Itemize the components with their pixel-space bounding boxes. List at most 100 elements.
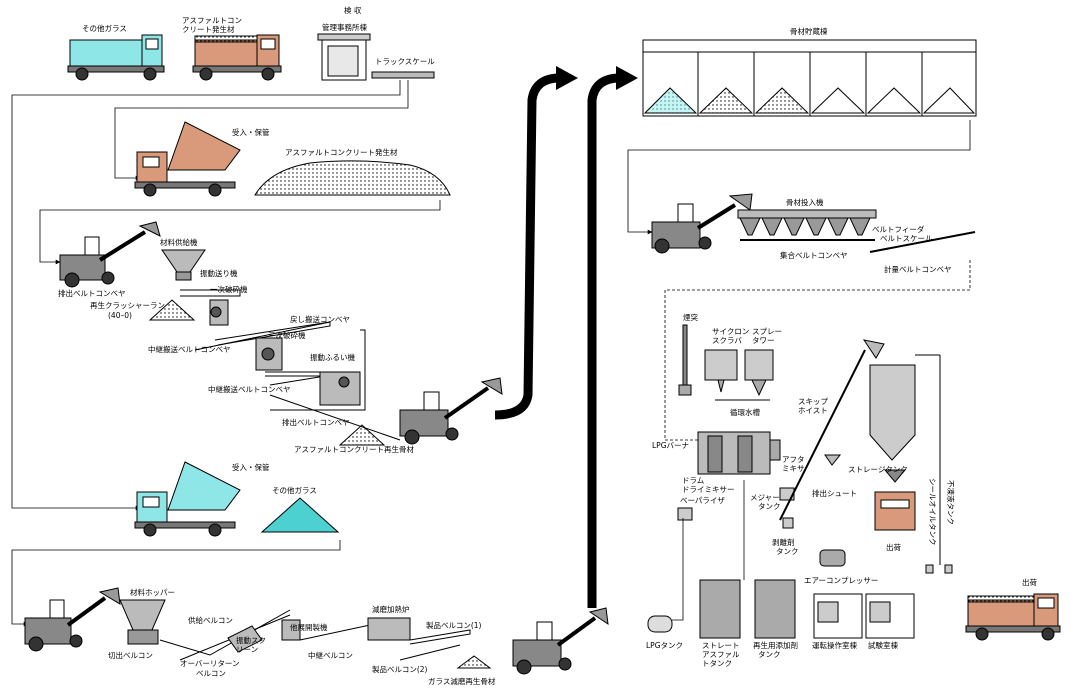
label-drum-1: ドラム <box>682 476 704 485</box>
label-shipping-2: 出荷 <box>1022 577 1038 587</box>
label-supply-conv: 供給ベルコン <box>188 615 233 625</box>
aggregate-storage-building <box>642 39 977 117</box>
aggregate-pile-1 <box>338 424 386 446</box>
label-collect-conv: 集合ベルトコンベヤ <box>780 250 848 260</box>
label-mid-conv-1: 中継搬送ベルトコンベヤ <box>148 344 231 354</box>
crusher-run-pile <box>148 299 196 321</box>
label-skip-1: スキップ <box>798 397 828 406</box>
label-asphalt-pile: アスファルトコンクリート発生材 <box>285 147 398 157</box>
feeder-hopper <box>161 249 206 281</box>
label-recycled-crusher-2: (40–0) <box>108 311 132 320</box>
label-receive-store-2: 受入・保管 <box>232 462 270 472</box>
bin-feeders <box>737 209 976 253</box>
loader-1 <box>59 221 161 288</box>
label-primary-crusher: 一次破砕機 <box>210 284 248 294</box>
label-after-2: ミキサ <box>782 464 805 473</box>
crusher-conveyors <box>180 289 401 441</box>
label-vib-screen: 振動ふるい機 <box>310 352 355 362</box>
label-chimney: 煙突 <box>683 312 698 322</box>
label-cyclone-1: サイクロン <box>712 327 749 336</box>
label-cyclone-2: スクラバ <box>712 336 742 345</box>
label-asphalt-truck-1: アスファルトコン <box>182 16 242 25</box>
label-recycled-crusher-1: 再生クラッシャーラン <box>90 300 165 310</box>
flow-line-storage <box>627 120 971 235</box>
label-straight-3: トタンク <box>702 659 732 668</box>
label-receive-store-1: 受入・保管 <box>232 127 270 137</box>
loader-5 <box>651 193 753 254</box>
transfer-arrow-2 <box>587 66 638 608</box>
label-over-return-2: ベルコン <box>196 669 226 678</box>
lpg-line <box>672 518 684 621</box>
label-straight-1: ストレート <box>702 641 740 650</box>
label-storage-bins: 骨材貯蔵棟 <box>790 26 828 36</box>
label-inspection: 検 収 <box>344 5 362 15</box>
label-test-room: 試験室棟 <box>868 640 898 650</box>
label-lpg-tank: LPGタンク <box>646 641 683 650</box>
shipping-truck <box>965 593 1061 641</box>
label-asphalt-truck-2: クリート発生材 <box>182 24 235 34</box>
label-vib-feeder: 振動送り機 <box>200 268 238 278</box>
tank-farm <box>647 579 915 639</box>
drum-dryer-system <box>677 324 953 574</box>
label-tertiary-crusher: 三次破砕機 <box>268 330 306 340</box>
label-discharge-conv: 排出ベルトコンベヤ <box>58 288 126 298</box>
asphalt-truck-top <box>192 34 282 81</box>
truck-scale <box>371 71 435 79</box>
other-glass-truck-top <box>67 34 165 81</box>
label-hopper: 材料ホッパー <box>130 587 175 597</box>
label-discharge-conv2: 排出ベルトコンベヤ <box>282 417 350 427</box>
label-release-agent-2: タンク <box>776 547 799 556</box>
loader-3 <box>24 587 121 652</box>
label-vib-screen-1: 振動スク <box>236 635 266 645</box>
label-product-conv2: 製品ベルコン(2) <box>372 664 428 674</box>
label-bin-feeder: 骨材投入機 <box>786 197 824 207</box>
label-discharge-chute: 排出シュート <box>812 488 857 498</box>
asphalt-pile <box>254 160 451 196</box>
label-control-room: 運転操作室棟 <box>812 640 857 650</box>
transfer-arrow-1 <box>494 66 578 420</box>
flow-lines-left <box>11 80 441 627</box>
label-belt-feeder-1: ベルトフィーダ <box>872 224 925 234</box>
office-building <box>317 33 371 81</box>
label-spray-2: タワー <box>752 336 775 345</box>
label-over-return-1: オーバーリターン <box>180 659 240 668</box>
label-vib-screen-2: リーン <box>236 645 258 654</box>
dump-truck-asphalt <box>134 121 241 197</box>
glass-aggregate-pile <box>456 655 492 669</box>
label-truck-scale: トラックスケール <box>375 57 435 66</box>
label-belt-feeder-2: ベルトスケール <box>880 234 933 243</box>
label-shipping-1: 出荷 <box>886 542 901 552</box>
label-vaporizer: ベーパライザ <box>680 496 725 505</box>
label-product-conv1: 製品ベルコン(1) <box>426 620 482 630</box>
label-spray-1: スプレー <box>752 327 782 336</box>
label-crusher: 他展開製機 <box>290 622 328 632</box>
label-mid-conv-4: 中継ベルコン <box>308 650 353 660</box>
label-lpg-burner: LPGバーナ <box>652 441 689 450</box>
label-seal-oil: シールオイルタンク <box>928 478 937 546</box>
label-measure-2: タンク <box>758 502 781 511</box>
label-glass-aggregate: ガラス減磨再生骨材 <box>428 676 496 686</box>
label-skip-2: ホイスト <box>798 406 828 415</box>
label-drum-2: ドライミキサー <box>682 485 735 494</box>
label-asphalt-aggregate: アスファルトコンクリート再生骨材 <box>294 444 414 454</box>
dump-truck-glass <box>134 461 241 537</box>
label-measure-1: メジャー <box>750 493 780 502</box>
label-office: 管理事務所棟 <box>322 22 367 32</box>
glass-pile <box>260 497 340 533</box>
label-discharge-conv-4: 切出ベルコン <box>108 650 153 660</box>
label-mid-conv-2: 中継搬送ベルトコンベヤ <box>208 384 291 394</box>
label-meter-conv: 計量ベルトコンベヤ <box>884 264 952 274</box>
label-regen-1: 再生用添加剤 <box>753 640 798 650</box>
label-water-tank: 循環水槽 <box>730 407 760 417</box>
label-storage-tank: ストレージタンク <box>848 465 908 474</box>
glass-conveyors <box>119 599 471 661</box>
label-other-glass: その他ガラス <box>272 485 317 495</box>
label-after-1: アフタ <box>782 455 805 464</box>
label-release-agent-1: 剥離剤 <box>772 537 795 547</box>
loader-2 <box>399 377 503 445</box>
label-heat-machine: 減磨加熱炉 <box>372 604 410 614</box>
label-straight-2: アスファル <box>702 650 740 659</box>
label-feeder: 材料供給機 <box>160 237 198 247</box>
